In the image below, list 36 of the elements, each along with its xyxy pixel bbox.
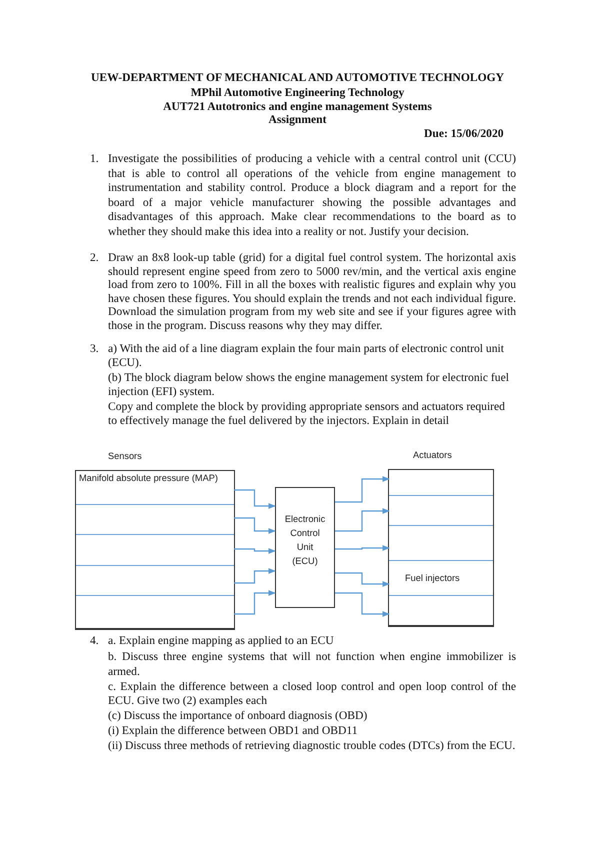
question-text: (ii) Discuss three methods of retrieving diagnostic trouble codes (DTCs) from the ECU. (108, 739, 516, 753)
heading-text: Due: 15/06/2020 (424, 127, 505, 141)
question-text: a) With the aid of a line diagram explain the four main parts of electronic control unit (ECU). (108, 342, 505, 370)
heading-text: MPhil Automotive Engineering Technology (190, 86, 406, 100)
list-number: 3. (90, 342, 100, 356)
list-number: 2. (90, 251, 100, 265)
arrow (335, 476, 390, 503)
arrow (335, 592, 390, 617)
heading-text: Assignment (268, 113, 328, 127)
arrow (335, 572, 390, 587)
question-text: c. Explain the difference between a closed loop control and open loop control of the ECU. Give two (2) examples each (108, 680, 516, 708)
list-number: 1. (90, 152, 100, 166)
list-number: 4. (90, 634, 100, 648)
question-text: a. Explain engine mapping as applied to an ECU (108, 634, 335, 648)
question-text: (c) Discuss the importance of onboard diagnosis (OBD) (108, 709, 368, 723)
question-text: b. Discuss three engine systems that will not function when engine immobilizer is armed. (108, 649, 516, 679)
question-text: Copy and complete the block by providing appropriate sensors and actuators required to effectively manage the fuel delivered by the injectors. Explain in detail (108, 400, 506, 428)
unit-label: Electronic Control Unit (ECU) (284, 513, 326, 568)
row-label: Manifold absolute pressure (MAP) (79, 472, 218, 483)
panel-heading: Actuators (413, 450, 452, 460)
arrow (234, 590, 276, 615)
arrow (234, 489, 276, 509)
control-unit-box (275, 487, 335, 608)
arrow (234, 548, 276, 554)
arrow (335, 508, 390, 532)
title-heading: UEW-DEPARTMENT OF MECHANICAL AND AUTOMOTIVE TECHNOLOGY (90, 71, 506, 84)
arrow (234, 568, 276, 584)
question-text: Investigate the possibilities of producing a vehicle with a central control unit (CCU) that is able to control all operations of the vehicle from engine management to instrumentation and stability control. Produce a block diagram and a report for the board of a major vehicle manufacturer showing the possible advantages and disadvantages of this approach. Make clear recommendations to the board as to whether they should make this idea into a reality or not. Justify your decision. (108, 152, 516, 240)
row-label: Fuel injectors (405, 572, 460, 583)
arrow (234, 517, 276, 534)
question-text: Draw an 8x8 look-up table (grid) for a digital fuel control system. The horizontal axis should represent engine speed from zero to 5000 rev/min, and the vertical axis engine load from zero to 100%. Fill in all the boxes with realistic figures and explain why you have chosen these figures. You should explain the trends and not each individual figure. Download the simulation program from my web site and see if your figures agree with those in the program. Discuss reasons why they may differ. (108, 251, 516, 333)
question-text: (i) Explain the difference between OBD1 and OBD11 (108, 724, 359, 738)
question-text: (b) The block diagram below shows the engine management system for electronic fuel injection (EFI) system. (108, 371, 510, 399)
heading-text: AUT721 Autotronics and engine management Systems (162, 100, 433, 114)
arrow (335, 545, 390, 551)
panel-heading: Sensors (108, 451, 142, 461)
